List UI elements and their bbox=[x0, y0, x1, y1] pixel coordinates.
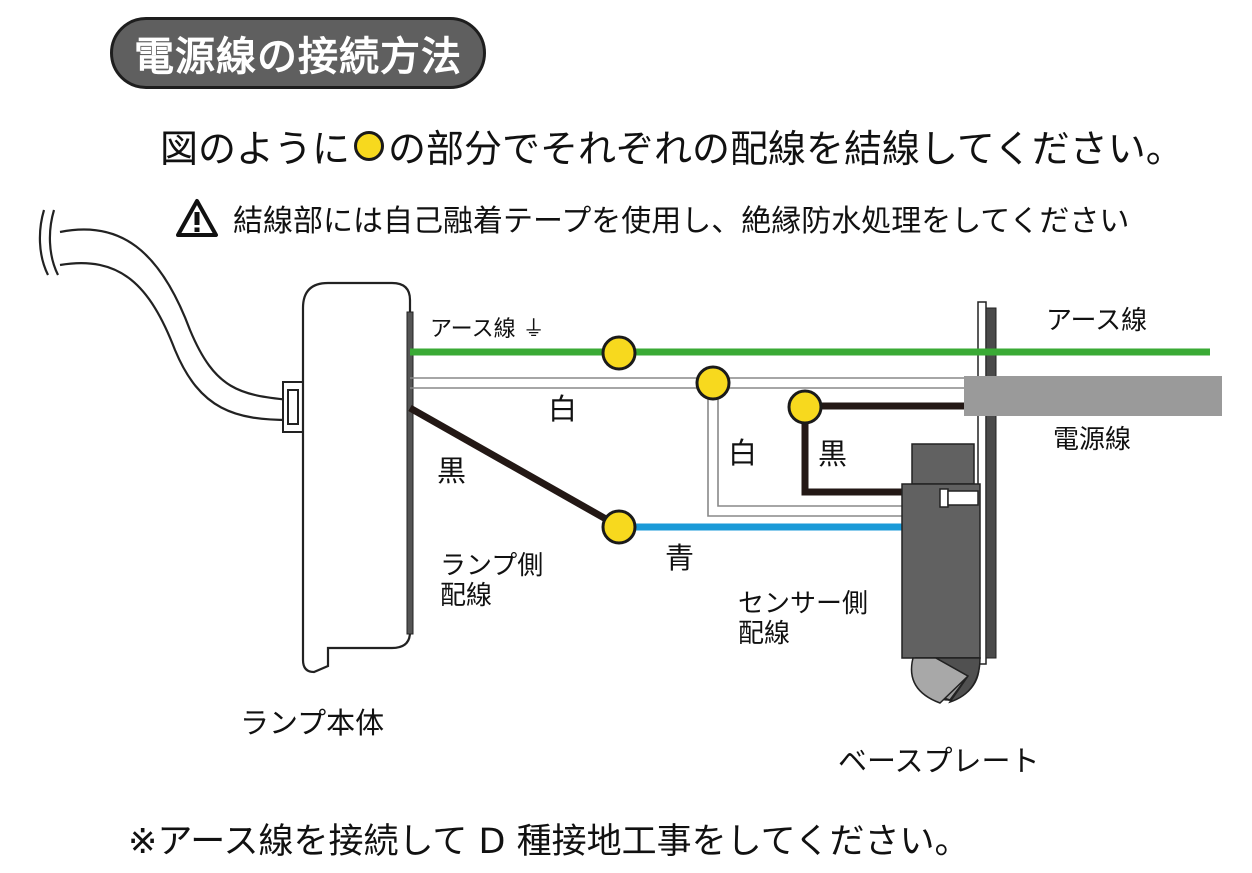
label-earth-wire-right: アース線 bbox=[1046, 306, 1148, 336]
label-black-left: 黒 bbox=[437, 454, 467, 488]
lamp-body-shape bbox=[301, 281, 414, 674]
footnote: ※アース線を接続して D 種接地工事をしてください。 bbox=[128, 822, 970, 862]
warning-triangle-icon bbox=[176, 199, 218, 237]
power-cable-shape bbox=[964, 376, 1222, 416]
instruction-text: 図のように の部分でそれぞれの配線を結線してください。 bbox=[160, 118, 1184, 173]
black-wire-sensor bbox=[801, 402, 964, 496]
label-lamp-body: ランプ本体 bbox=[240, 706, 385, 740]
instruction-before: 図のように bbox=[160, 127, 351, 171]
white-wire-sensor bbox=[707, 388, 902, 517]
base-plate-shape bbox=[977, 301, 997, 665]
white-wire-top bbox=[410, 377, 964, 389]
label-black-right: 黒 bbox=[818, 437, 848, 471]
sensor-unit bbox=[901, 443, 981, 704]
junction-points bbox=[601, 335, 823, 545]
label-earth-wire-lamp: アース線 ⏚ bbox=[430, 317, 545, 342]
label-white-top: 白 bbox=[548, 392, 578, 426]
lamp-cable bbox=[38, 209, 291, 422]
black-wire-lamp bbox=[408, 404, 622, 531]
junction-dot-icon bbox=[354, 130, 385, 161]
junction-dot-earth bbox=[601, 335, 637, 371]
label-lamp-side-1: ランプ側 bbox=[440, 551, 544, 581]
label-base-plate: ベースプレート bbox=[838, 744, 1040, 778]
junction-dot-white bbox=[695, 365, 731, 401]
warning-text: 結線部には自己融着テープを使用し、絶縁防水処理をしてください bbox=[233, 204, 1130, 239]
label-white-mid: 白 bbox=[728, 436, 758, 470]
label-lamp-side-2: 配線 bbox=[440, 581, 493, 611]
instruction-after: の部分でそれぞれの配線を結線してください。 bbox=[388, 127, 1184, 171]
junction-dot-black bbox=[787, 389, 823, 425]
label-blue: 青 bbox=[665, 541, 695, 575]
label-sensor-side-2: 配線 bbox=[738, 619, 791, 649]
label-power-cable: 電源線 bbox=[1053, 425, 1132, 455]
page-title-text: 電源線の接続方法 bbox=[134, 34, 462, 80]
page-title: 電源線の接続方法 bbox=[110, 17, 486, 89]
label-sensor-side-1: センサー側 bbox=[738, 589, 869, 619]
cable-gland bbox=[282, 381, 304, 433]
warning-note: 結線部には自己融着テープを使用し、絶縁防水処理をしてください bbox=[175, 196, 1129, 240]
junction-dot-blue bbox=[601, 509, 637, 545]
